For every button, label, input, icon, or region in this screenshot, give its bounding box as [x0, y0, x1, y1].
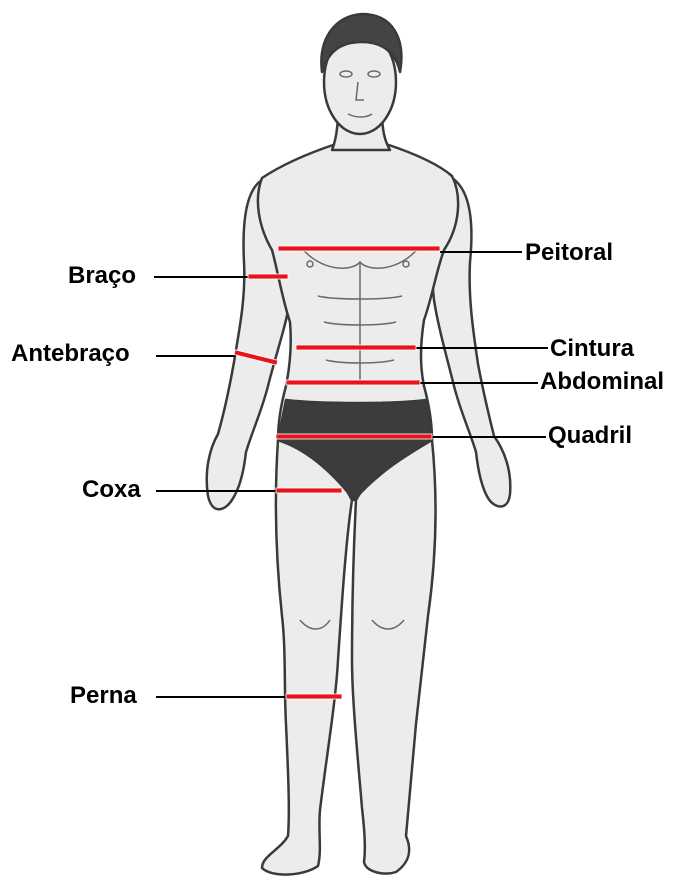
right-leg — [352, 440, 435, 874]
torso — [258, 144, 458, 440]
label-antebraco: Antebraço — [11, 342, 130, 366]
label-peitoral: Peitoral — [525, 241, 613, 265]
band-quadril — [276, 434, 432, 439]
band-cintura — [296, 345, 416, 350]
label-quadril: Quadril — [548, 424, 632, 448]
label-perna: Perna — [70, 684, 137, 708]
band-peitoral — [278, 246, 440, 251]
label-cintura: Cintura — [550, 337, 634, 361]
human-body-illustration — [207, 14, 511, 875]
left-leg — [262, 440, 352, 875]
band-coxa — [276, 488, 342, 493]
band-abdominal — [286, 380, 420, 385]
band-braco — [248, 274, 288, 279]
band-perna — [286, 694, 342, 699]
label-coxa: Coxa — [82, 478, 141, 502]
label-braco: Braço — [68, 264, 136, 288]
label-abdominal: Abdominal — [540, 370, 664, 394]
